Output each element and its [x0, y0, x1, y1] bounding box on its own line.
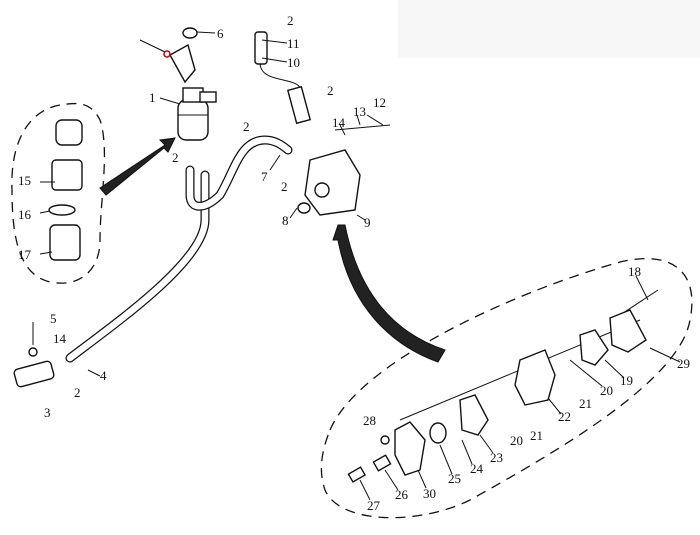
part-label-18: 18 — [628, 264, 641, 279]
pump-detail-outline — [320, 258, 693, 519]
o-ring — [297, 202, 311, 214]
part-label-1: 1 — [149, 90, 156, 105]
part-label-10: 10 — [287, 55, 300, 70]
part-label-24: 24 — [470, 461, 484, 476]
part-label-14: 14 — [332, 115, 346, 130]
part-labels: 2 6 11 10 1 2 12 13 14 2 2 7 2 8 9 15 16… — [18, 13, 690, 513]
part-label-3: 3 — [44, 405, 51, 420]
part-label-23: 23 — [490, 450, 503, 465]
part-label-5: 5 — [50, 311, 57, 326]
part-label-27: 27 — [367, 498, 381, 513]
part-label-2: 2 — [281, 179, 288, 194]
blank-area — [398, 0, 700, 58]
part-label-2: 2 — [327, 83, 334, 98]
part-label-25: 25 — [448, 471, 461, 486]
part-label-19: 19 — [620, 373, 633, 388]
filter-detail-outline — [11, 102, 106, 284]
filter-parts — [48, 119, 83, 261]
part-label-26: 26 — [395, 487, 409, 502]
part-label-30: 30 — [423, 486, 436, 501]
part-label-7: 7 — [261, 169, 268, 184]
part-label-21: 21 — [579, 396, 592, 411]
fuel-pump — [304, 124, 391, 216]
bracket — [139, 27, 198, 84]
fuel-filter — [177, 87, 217, 141]
fuel-hose — [65, 135, 293, 363]
part-label-15: 15 — [18, 173, 31, 188]
part-label-12: 12 — [373, 95, 386, 110]
part-label-28: 28 — [363, 413, 376, 428]
part-label-20: 20 — [510, 433, 523, 448]
part-label-20: 20 — [600, 383, 613, 398]
primer-hose — [254, 31, 312, 125]
part-label-2: 2 — [287, 13, 294, 28]
part-label-2: 2 — [74, 385, 81, 400]
part-label-17: 17 — [18, 247, 32, 262]
fuel-connector — [13, 322, 55, 388]
part-label-2: 2 — [172, 150, 179, 165]
part-label-8: 8 — [282, 213, 289, 228]
part-label-14: 14 — [53, 331, 67, 346]
pump-exploded-parts — [347, 289, 659, 483]
leader-lines — [39, 31, 681, 501]
part-label-6: 6 — [217, 26, 224, 41]
part-label-22: 22 — [558, 409, 571, 424]
part-label-9: 9 — [364, 215, 371, 230]
arrow-icon — [332, 224, 446, 363]
part-label-16: 16 — [18, 207, 32, 222]
part-label-11: 11 — [287, 36, 300, 51]
part-label-21: 21 — [530, 428, 543, 443]
part-label-13: 13 — [353, 104, 366, 119]
part-label-4: 4 — [100, 368, 107, 383]
part-label-29: 29 — [677, 356, 690, 371]
part-label-2: 2 — [243, 119, 250, 134]
arrow-icon — [99, 137, 176, 196]
